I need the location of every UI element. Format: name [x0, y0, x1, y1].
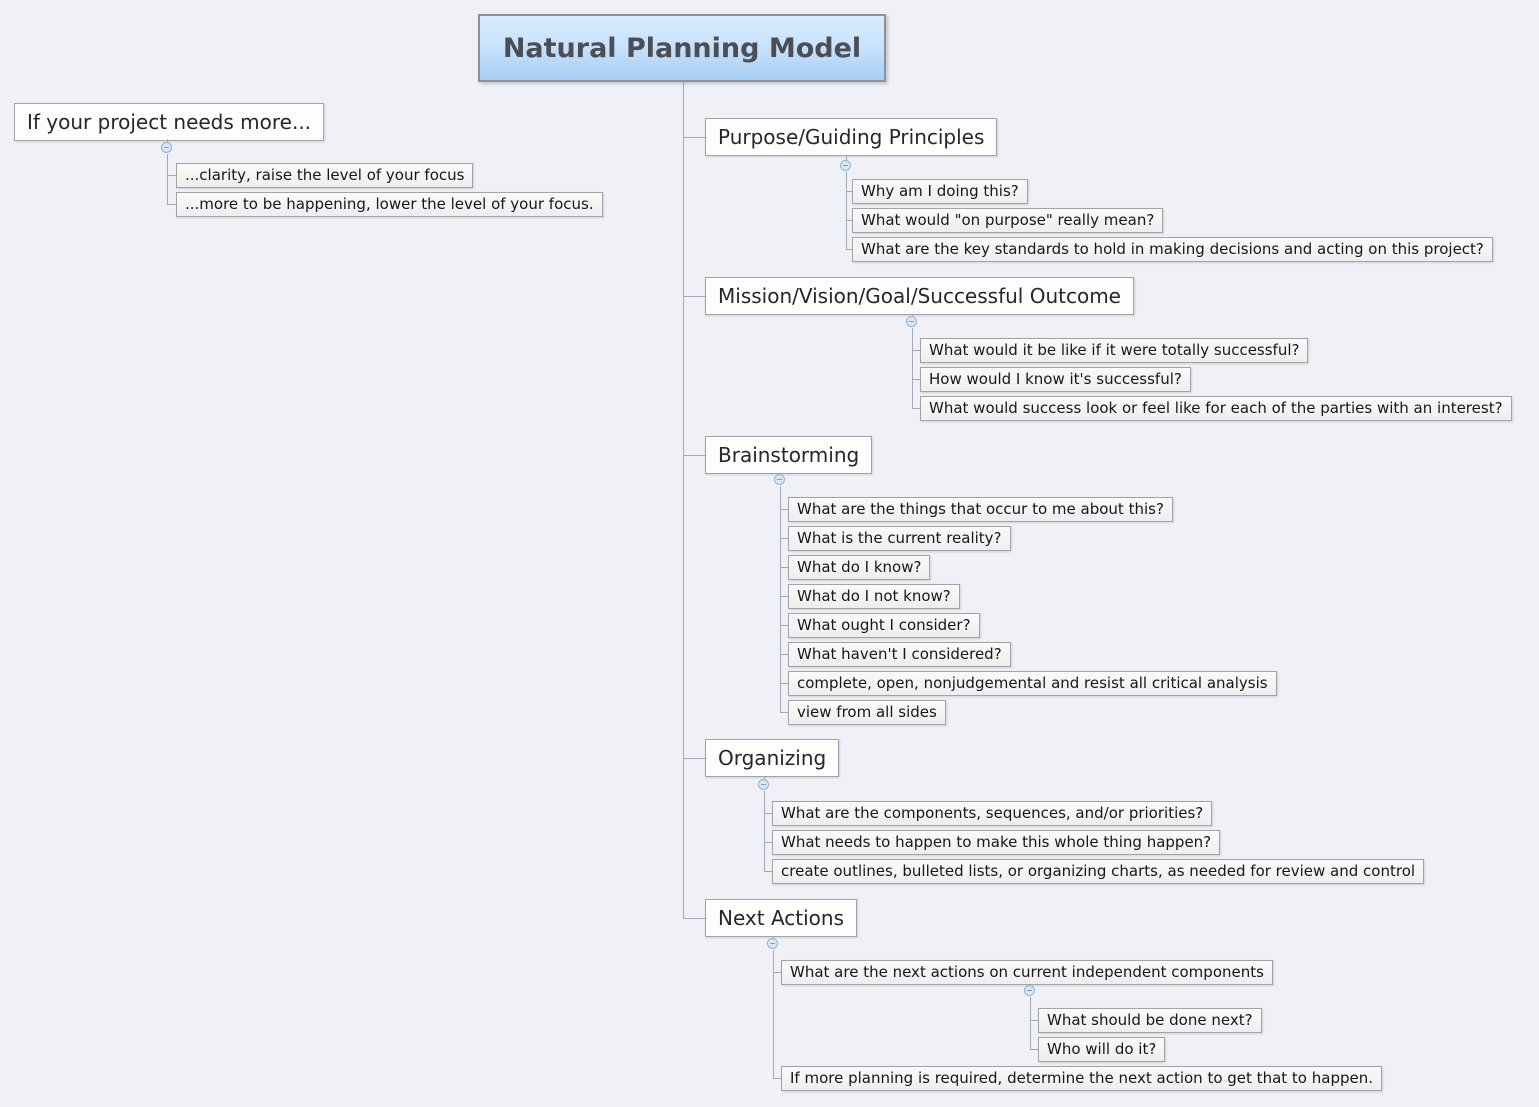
- subtopic[interactable]: What are the components, sequences, and/…: [772, 801, 1213, 826]
- subtopic[interactable]: What is the current reality?: [788, 526, 1011, 551]
- connector-line: [912, 315, 913, 316]
- connector-line: [912, 408, 920, 409]
- branch-line: [167, 154, 168, 204]
- connector-line: [780, 712, 788, 713]
- subtopic[interactable]: What do I know?: [788, 555, 931, 580]
- collapse-handle-icon[interactable]: [906, 316, 917, 327]
- subtopic[interactable]: What are the key standards to hold in ma…: [852, 237, 1493, 262]
- connector-line: [764, 842, 772, 843]
- connector-line: [764, 871, 772, 872]
- section-topic-next-actions[interactable]: Next Actions: [705, 899, 858, 937]
- subtopic[interactable]: What haven't I considered?: [788, 642, 1011, 667]
- collapse-handle-icon[interactable]: [767, 938, 778, 949]
- branch-line: [1030, 997, 1031, 1049]
- subtopic[interactable]: What do I not know?: [788, 584, 960, 609]
- subtopic[interactable]: ...clarity, raise the level of your focu…: [176, 163, 474, 188]
- subtopic[interactable]: What ought I consider?: [788, 613, 980, 638]
- connector-line: [846, 191, 852, 192]
- subtopic[interactable]: ...more to be happening, lower the level…: [176, 192, 603, 217]
- connector-line: [683, 137, 705, 138]
- section-topic-purpose[interactable]: Purpose/Guiding Principles: [705, 118, 998, 156]
- subtopic[interactable]: view from all sides: [788, 700, 946, 725]
- connector-line: [780, 683, 788, 684]
- subtopic[interactable]: What are the things that occur to me abo…: [788, 497, 1173, 522]
- branch-line: [773, 950, 774, 1078]
- connector-line: [683, 296, 705, 297]
- trunk-line: [683, 81, 684, 919]
- subtopic[interactable]: complete, open, nonjudgemental and resis…: [788, 671, 1277, 696]
- subtopic[interactable]: What needs to happen to make this whole …: [772, 830, 1221, 855]
- collapse-handle-icon[interactable]: [774, 474, 785, 485]
- connector-line: [773, 972, 781, 973]
- subtopic[interactable]: create outlines, bulleted lists, or orga…: [772, 859, 1425, 884]
- connector-line: [167, 175, 176, 176]
- subtopic[interactable]: How would I know it's successful?: [920, 367, 1191, 392]
- connector-line: [167, 139, 168, 142]
- collapse-handle-icon[interactable]: [840, 160, 851, 171]
- connector-line: [773, 1078, 781, 1079]
- subtopic[interactable]: What would it be like if it were totally…: [920, 338, 1309, 363]
- section-topic-organizing[interactable]: Organizing: [705, 739, 840, 777]
- connector-line: [764, 813, 772, 814]
- connector-line: [780, 625, 788, 626]
- floating-topic[interactable]: If your project needs more...: [14, 103, 325, 141]
- root-topic[interactable]: Natural Planning Model: [478, 14, 886, 82]
- connector-line: [780, 596, 788, 597]
- connector-line: [846, 156, 847, 160]
- subtopic[interactable]: What should be done next?: [1038, 1008, 1262, 1033]
- collapse-handle-icon[interactable]: [758, 779, 769, 790]
- subtopic[interactable]: If more planning is required, determine …: [781, 1066, 1382, 1091]
- connector-line: [912, 379, 920, 380]
- connector-line: [764, 777, 765, 779]
- section-topic-brainstorming[interactable]: Brainstorming: [705, 436, 873, 474]
- collapse-handle-icon[interactable]: [1024, 985, 1035, 996]
- subtopic[interactable]: What would success look or feel like for…: [920, 396, 1512, 421]
- subtopic[interactable]: What would "on purpose" really mean?: [852, 208, 1164, 233]
- connector-line: [846, 249, 852, 250]
- connector-line: [683, 918, 705, 919]
- branch-line: [764, 791, 765, 871]
- connector-line: [780, 654, 788, 655]
- connector-line: [773, 937, 774, 938]
- branch-line: [846, 172, 847, 249]
- connector-line: [780, 567, 788, 568]
- connector-line: [780, 509, 788, 510]
- connector-line: [1030, 1020, 1038, 1021]
- connector-line: [167, 204, 176, 205]
- subtopic[interactable]: Who will do it?: [1038, 1037, 1166, 1062]
- connector-line: [912, 350, 920, 351]
- collapse-handle-icon[interactable]: [161, 142, 172, 153]
- section-topic-mission[interactable]: Mission/Vision/Goal/Successful Outcome: [705, 277, 1134, 315]
- connector-line: [683, 758, 705, 759]
- branch-line: [780, 486, 781, 712]
- connector-line: [683, 455, 705, 456]
- subtopic[interactable]: What are the next actions on current ind…: [781, 960, 1273, 985]
- connector-line: [780, 538, 788, 539]
- subtopic[interactable]: Why am I doing this?: [852, 179, 1028, 204]
- connector-line: [846, 220, 852, 221]
- connector-line: [1030, 1049, 1038, 1050]
- branch-line: [912, 328, 913, 408]
